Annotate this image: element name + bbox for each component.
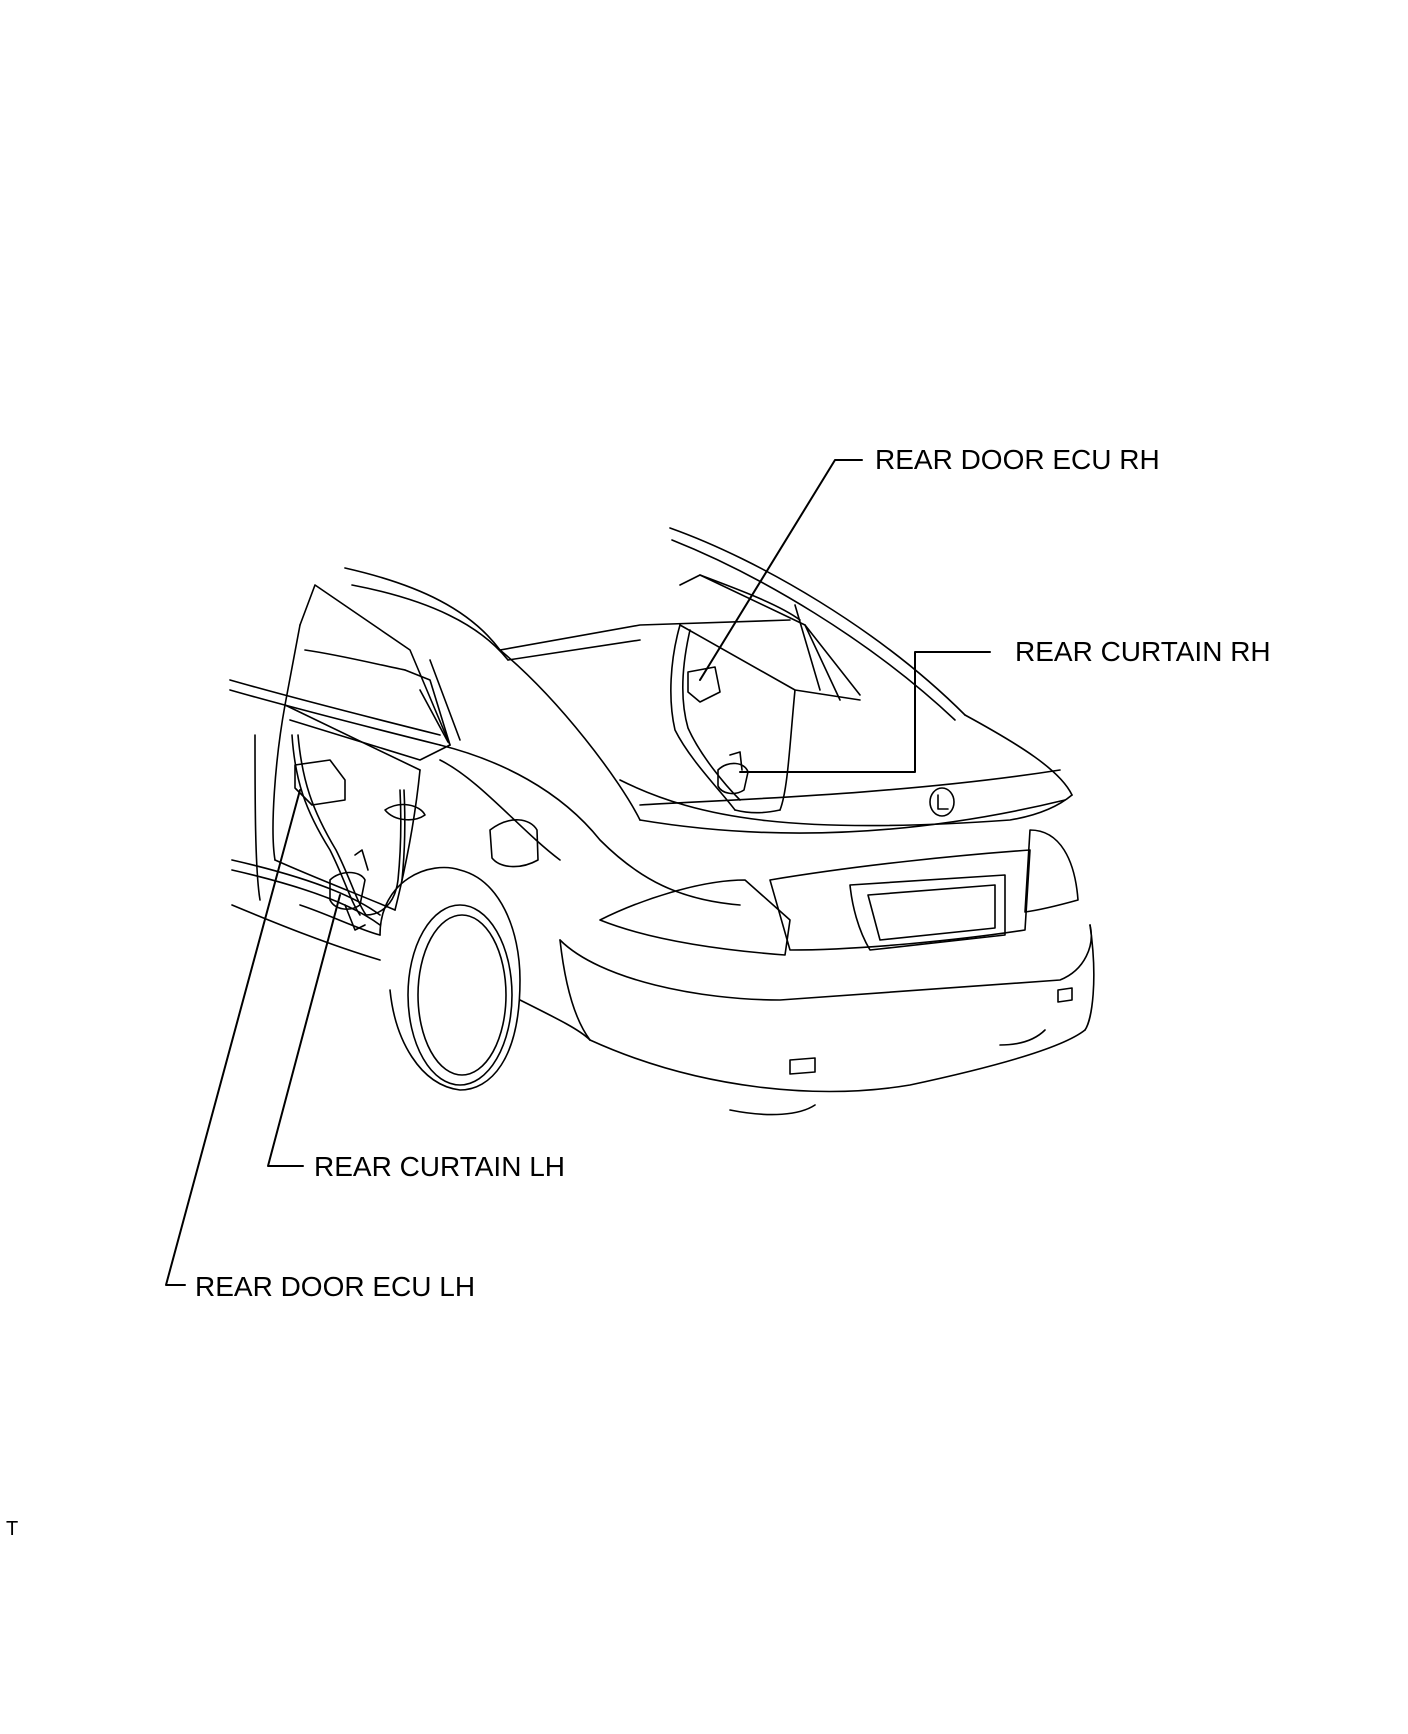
rear-door-lh bbox=[273, 585, 460, 930]
page-code: T bbox=[6, 1518, 19, 1540]
label-rear-door-ecu-lh: REAR DOOR ECU LH bbox=[195, 1271, 476, 1302]
leader-rear-curtain-rh bbox=[740, 652, 990, 772]
car-body-outline bbox=[230, 528, 1094, 1115]
label-rear-curtain-rh: REAR CURTAIN RH bbox=[1015, 636, 1271, 667]
leader-rear-door-ecu-rh bbox=[700, 460, 862, 680]
label-rear-curtain-lh: REAR CURTAIN LH bbox=[314, 1151, 566, 1182]
label-rear-door-ecu-rh: REAR DOOR ECU RH bbox=[875, 444, 1160, 475]
leader-lines bbox=[166, 460, 990, 1285]
rear-door-rh bbox=[671, 575, 860, 813]
leader-rear-curtain-lh bbox=[268, 895, 340, 1166]
leader-rear-door-ecu-lh bbox=[166, 790, 300, 1285]
